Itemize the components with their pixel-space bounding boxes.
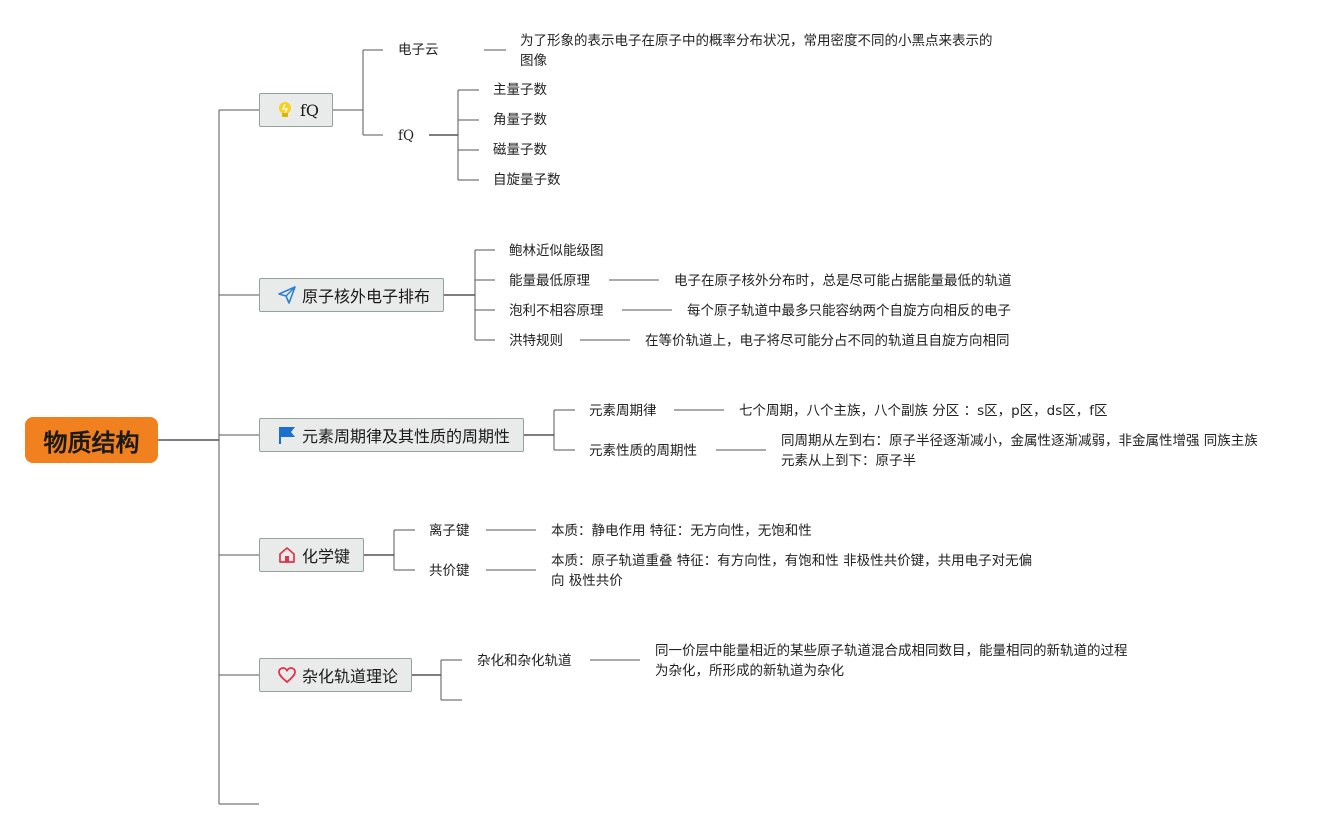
node-hybridization-desc-line2: 为杂化，所形成的新轨道为杂化	[655, 663, 844, 679]
node-spin-qn[interactable]: 自旋量子数	[493, 172, 561, 188]
topic-label: 原子核外电子排布	[302, 287, 431, 306]
node-periodic-law-desc[interactable]: 七个周期，八个主族，八个副族 分区 ：s区，p区，ds区，f区	[739, 403, 1108, 419]
node-ionic-bond-desc[interactable]: 本质：静电作用 特征：无方向性，无饱和性	[551, 523, 812, 539]
lightbulb-icon	[274, 99, 296, 121]
topic-label: 元素周期律及其性质的周期性	[302, 427, 511, 446]
node-periodic-property-desc-line1[interactable]: 同周期从左到右：原子半径逐渐减小，金属性逐渐减弱，非金属性增强 同族主族	[781, 433, 1258, 449]
node-hybridization-desc-line1[interactable]: 同一价层中能量相近的某些原子轨道混合成相同数目，能量相同的新轨道的过程	[655, 643, 1128, 659]
node-magnetic-qn[interactable]: 磁量子数	[493, 142, 547, 158]
node-fq[interactable]: fQ	[398, 128, 415, 144]
node-pauling-diagram[interactable]: 鲍林近似能级图	[509, 243, 604, 259]
topic-label: fQ	[300, 100, 320, 120]
topic-fq[interactable]: fQ	[259, 93, 333, 127]
node-aufbau[interactable]: 能量最低原理	[509, 273, 590, 289]
heart-icon	[276, 664, 298, 686]
node-aufbau-desc[interactable]: 电子在原子核外分布时，总是尽可能占据能量最低的轨道	[674, 273, 1012, 289]
root-label: 物质结构	[43, 428, 140, 457]
node-hund-desc[interactable]: 在等价轨道上，电子将尽可能分占不同的轨道且自旋方向相同	[645, 333, 1010, 349]
node-angular-qn[interactable]: 角量子数	[493, 112, 547, 128]
flag-icon	[276, 424, 298, 446]
node-periodic-property-desc-line2: 元素从上到下：原子半	[781, 453, 916, 469]
topic-hybrid-orbital[interactable]: 杂化轨道理论	[259, 658, 412, 692]
topic-periodic-law[interactable]: 元素周期律及其性质的周期性	[259, 418, 524, 452]
node-electron-cloud-desc-line1[interactable]: 为了形象的表示电子在原子中的概率分布状况，常用密度不同的小黑点来表示的	[520, 33, 993, 49]
node-covalent-bond[interactable]: 共价键	[429, 563, 470, 579]
topic-label: 化学键	[302, 547, 351, 566]
node-electron-cloud-desc-line2: 图像	[520, 53, 547, 69]
topic-label: 杂化轨道理论	[302, 667, 399, 686]
node-periodic-property[interactable]: 元素性质的周期性	[589, 443, 697, 459]
node-covalent-bond-desc-line1[interactable]: 本质：原子轨道重叠 特征：有方向性，有饱和性 非极性共价键，共用电子对无偏	[551, 553, 1033, 569]
node-principal-qn[interactable]: 主量子数	[493, 82, 547, 98]
paper-plane-icon	[276, 284, 298, 306]
node-hund[interactable]: 洪特规则	[509, 333, 563, 349]
node-pauli-desc[interactable]: 每个原子轨道中最多只能容纳两个自旋方向相反的电子	[687, 303, 1011, 319]
topic-chemical-bond[interactable]: 化学键	[259, 538, 364, 572]
root-topic[interactable]: 物质结构	[25, 417, 158, 463]
node-covalent-bond-desc-line2: 向 极性共价	[551, 573, 623, 589]
node-periodic-law[interactable]: 元素周期律	[589, 403, 657, 419]
node-pauli[interactable]: 泡利不相容原理	[509, 303, 604, 319]
node-electron-cloud[interactable]: 电子云	[398, 42, 439, 58]
node-hybridization[interactable]: 杂化和杂化轨道	[477, 653, 572, 669]
node-ionic-bond[interactable]: 离子键	[429, 523, 470, 539]
house-icon	[276, 544, 298, 566]
topic-electron-configuration[interactable]: 原子核外电子排布	[259, 278, 444, 312]
